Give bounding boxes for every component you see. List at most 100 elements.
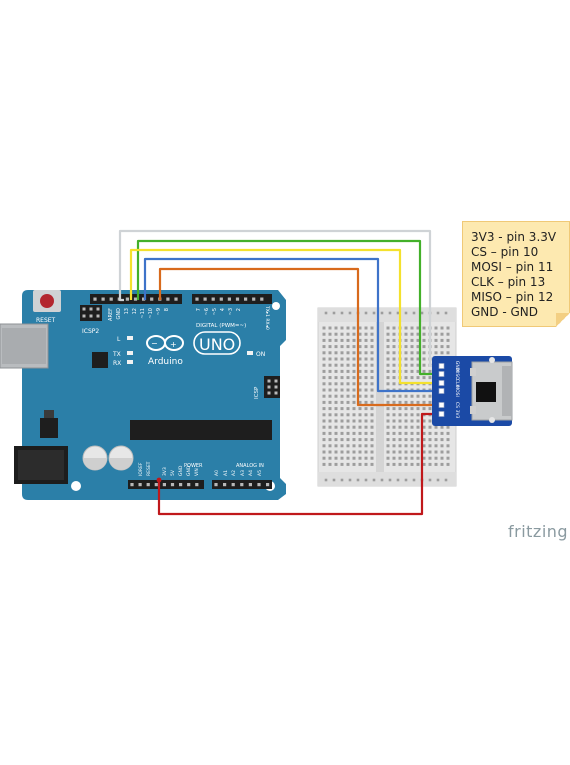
breadboard-hole <box>404 351 408 355</box>
breadboard-hole <box>446 462 450 466</box>
rail-hole <box>332 311 336 315</box>
breadboard-hole <box>386 425 390 429</box>
note-line: 3V3 - pin 3.3V <box>471 230 557 244</box>
header-pin <box>125 297 129 301</box>
breadboard-hole <box>446 425 450 429</box>
breadboard-hole <box>352 456 356 460</box>
breadboard-hole <box>410 345 414 349</box>
breadboard-hole <box>404 394 408 398</box>
breadboard-hole <box>346 456 350 460</box>
note-line: CLK – pin 13 <box>471 275 546 289</box>
breadboard-hole <box>422 326 426 330</box>
breadboard-hole <box>358 363 362 367</box>
breadboard-hole <box>416 462 420 466</box>
breadboard-hole <box>370 400 374 404</box>
header-pin <box>244 297 248 301</box>
breadboard-hole <box>328 326 332 330</box>
breadboard-hole <box>386 450 390 454</box>
breadboard-hole <box>410 456 414 460</box>
pin-label-gnd: GND <box>116 308 122 320</box>
header-pin <box>235 297 240 301</box>
breadboard-hole <box>446 444 450 448</box>
breadboard-hole <box>352 357 356 361</box>
breadboard-hole <box>422 351 426 355</box>
breadboard-hole <box>422 394 426 398</box>
header-pin <box>154 483 158 487</box>
breadboard-hole <box>370 425 374 429</box>
breadboard-hole <box>434 345 438 349</box>
rail-hole <box>444 478 448 482</box>
reset-button[interactable] <box>33 290 61 312</box>
breadboard-hole <box>446 456 450 460</box>
header-pin <box>203 297 207 301</box>
breadboard-hole <box>422 456 426 460</box>
breadboard-hole <box>322 438 326 442</box>
breadboard-hole <box>392 376 396 380</box>
rail-hole <box>324 311 328 315</box>
rail-hole <box>412 311 416 315</box>
breadboard-hole <box>410 450 414 454</box>
breadboard-hole <box>422 400 426 404</box>
breadboard-hole <box>340 388 344 392</box>
breadboard-hole <box>334 444 338 448</box>
icsp2-header <box>80 305 102 321</box>
uno-badge <box>193 331 241 355</box>
breadboard-hole <box>440 326 444 330</box>
breadboard-hole <box>364 394 368 398</box>
breadboard-hole <box>370 332 374 336</box>
breadboard-hole <box>386 345 390 349</box>
breadboard-hole <box>358 438 362 442</box>
breadboard-hole <box>340 338 344 342</box>
breadboard-hole <box>392 462 396 466</box>
breadboard-hole <box>370 376 374 380</box>
breadboard-hole <box>386 338 390 342</box>
header-pin <box>82 314 86 318</box>
breadboard-hole <box>322 425 326 429</box>
breadboard-hole <box>422 444 426 448</box>
breadboard-hole <box>346 419 350 423</box>
breadboard-hole <box>352 332 356 336</box>
header-pin <box>162 483 166 487</box>
breadboard-hole <box>340 400 344 404</box>
breadboard-hole <box>364 345 368 349</box>
breadboard-hole <box>386 400 390 404</box>
brand-label: Arduino <box>148 357 183 367</box>
header-pin <box>93 297 97 301</box>
rail-hole <box>380 478 384 482</box>
header-pin <box>133 297 138 301</box>
breadboard-hole <box>386 413 390 417</box>
pin-label-a2: A2 <box>231 470 237 476</box>
header-pin <box>82 307 86 311</box>
breadboard-hole <box>364 438 368 442</box>
breadboard-hole <box>404 462 408 466</box>
breadboard-hole <box>392 351 396 355</box>
header-pin <box>227 297 231 301</box>
breadboard-hole <box>352 345 356 349</box>
rail-hole <box>412 478 416 482</box>
breadboard-hole <box>428 376 432 380</box>
breadboard-hole <box>416 345 420 349</box>
breadboard-hole <box>370 438 374 442</box>
breadboard-hole <box>416 357 420 361</box>
breadboard-hole <box>364 407 368 411</box>
breadboard-hole <box>346 400 350 404</box>
breadboard-hole <box>370 345 374 349</box>
wire-end <box>156 477 162 483</box>
breadboard-hole <box>440 345 444 349</box>
breadboard-hole <box>392 338 396 342</box>
breadboard-hole <box>434 338 438 342</box>
breadboard-hole <box>358 382 362 386</box>
rail-hole <box>388 478 392 482</box>
breadboard-hole <box>392 400 396 404</box>
rail-hole <box>364 478 368 482</box>
breadboard-hole <box>428 431 432 435</box>
breadboard-hole <box>416 450 420 454</box>
rail-hole <box>340 311 344 315</box>
breadboard-hole <box>364 369 368 373</box>
breadboard-hole <box>392 413 396 417</box>
breadboard-hole <box>358 425 362 429</box>
breadboard-hole <box>358 338 362 342</box>
breadboard-hole <box>410 369 414 373</box>
breadboard-hole <box>422 332 426 336</box>
